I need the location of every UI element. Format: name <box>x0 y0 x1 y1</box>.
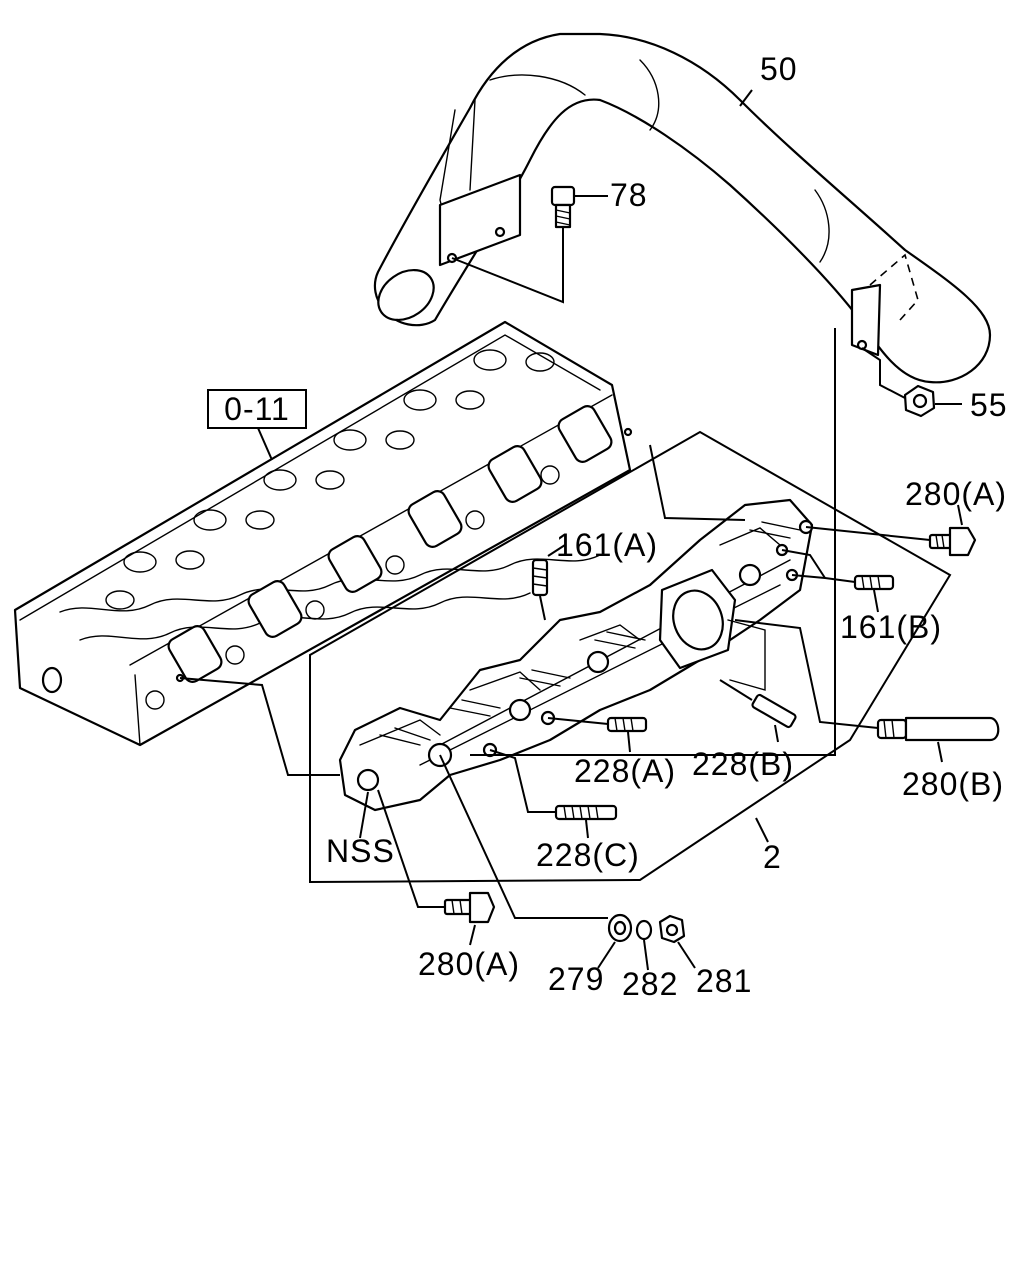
exhaust-manifold-2 <box>338 498 814 812</box>
label-78: 78 <box>610 177 648 213</box>
label-228C: 228(C) <box>536 837 640 873</box>
bolt-280A-top <box>928 526 977 557</box>
label-280A-bottom: 280(A) <box>418 946 520 982</box>
stud-228A <box>606 716 648 733</box>
stud-228C <box>554 804 618 821</box>
exhaust-pipe-50 <box>373 32 992 384</box>
stud-228B <box>751 693 797 729</box>
reference-box-label: 0-11 <box>224 391 290 427</box>
bolt-280B <box>876 716 1000 742</box>
label-55: 55 <box>970 387 1008 423</box>
label-282: 282 <box>622 966 678 1002</box>
nut-281 <box>658 914 686 944</box>
washer-282 <box>635 919 653 941</box>
washer-279 <box>607 913 633 943</box>
label-281: 281 <box>696 963 752 999</box>
nut-55 <box>903 384 936 418</box>
cylinder-head <box>13 320 633 747</box>
label-280A-top: 280(A) <box>905 476 1007 512</box>
label-228A: 228(A) <box>574 753 676 789</box>
label-279: 279 <box>548 961 604 997</box>
label-228B: 228(B) <box>692 746 794 782</box>
reference-box-0-11: 0-11 <box>207 389 307 429</box>
label-50: 50 <box>760 51 798 87</box>
label-2: 2 <box>763 839 782 875</box>
label-161A: 161(A) <box>556 527 658 563</box>
label-nss: NSS <box>326 833 395 869</box>
bolt-280A-bottom <box>443 891 496 924</box>
label-161B: 161(B) <box>840 609 942 645</box>
stud-161A <box>531 558 549 597</box>
label-280B: 280(B) <box>902 766 1004 802</box>
manifold-group-outline <box>309 430 952 884</box>
stud-161B <box>853 574 895 591</box>
bolt-78 <box>550 185 576 229</box>
